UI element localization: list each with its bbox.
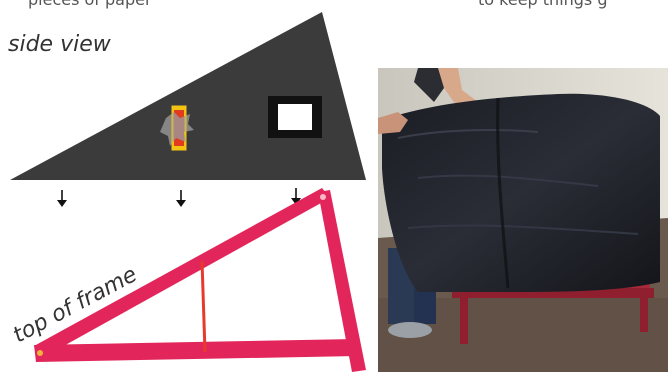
frame-top-bar [34,188,330,358]
side-view-label: side view [8,32,111,57]
photo-covered-frame [378,68,668,372]
down-arrow-icon [57,190,67,207]
frame-crossbar [202,261,205,352]
frame-bottom-bar [34,339,358,362]
down-arrow-icon [176,190,186,207]
joint-marker [37,350,43,356]
joint-marker [320,194,326,200]
